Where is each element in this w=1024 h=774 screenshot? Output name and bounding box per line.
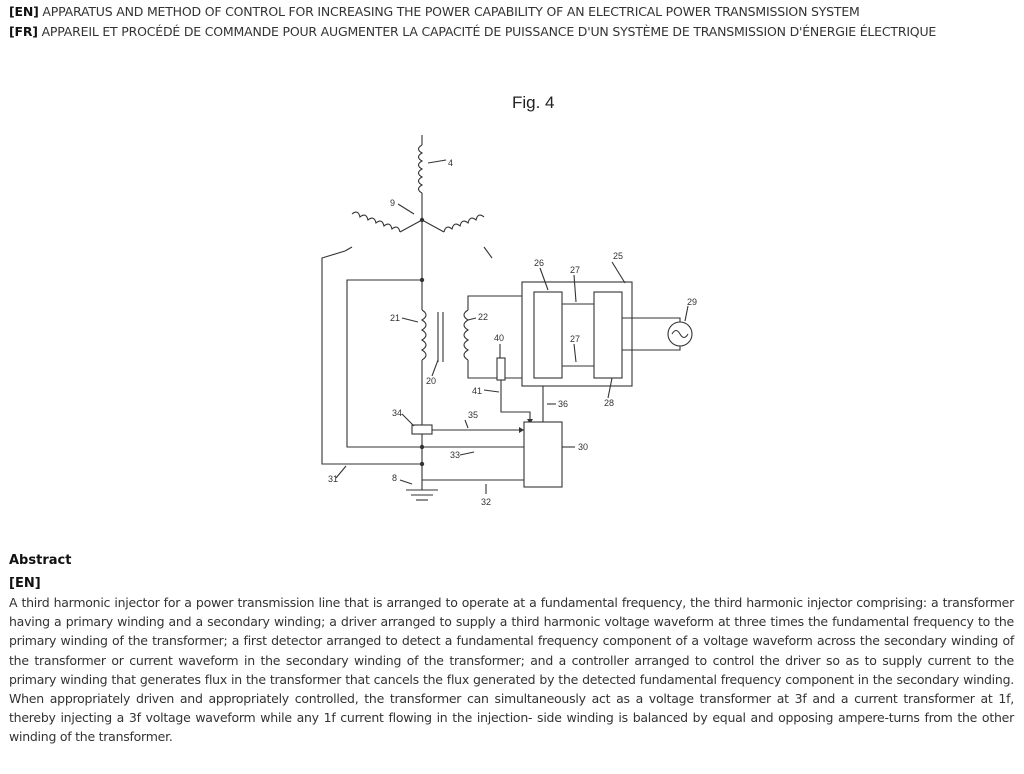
- figure-drawing: Fig. 4: [300, 88, 720, 518]
- left-winding: [344, 211, 423, 252]
- numeral-9: 9: [390, 198, 395, 208]
- abstract-section: Abstract [EN] A third harmonic injector …: [9, 553, 1014, 747]
- controller-box: [523, 421, 563, 488]
- numeral-35: 35: [468, 410, 478, 420]
- numeral-27-top: 27: [570, 265, 580, 275]
- numeral-29: 29: [687, 297, 697, 307]
- numeral-30: 30: [578, 442, 588, 452]
- numeral-26: 26: [534, 258, 544, 268]
- title-en-text: APPARATUS AND METHOD OF CONTROL FOR INCR…: [42, 4, 860, 19]
- numeral-33: 33: [450, 450, 460, 460]
- right-winding: [421, 214, 493, 259]
- numeral-22: 22: [478, 312, 488, 322]
- ac-source-icon: [667, 321, 693, 347]
- numeral-4: 4: [448, 158, 453, 168]
- abstract-text: A third harmonic injector for a power tr…: [9, 595, 1014, 745]
- numeral-20: 20: [426, 376, 436, 386]
- title-fr-text: APPAREIL ET PROCÉDÉ DE COMMANDE POUR AUG…: [41, 24, 937, 39]
- numeral-28: 28: [604, 398, 614, 408]
- numeral-31: 31: [328, 474, 338, 484]
- sensor-box: [411, 424, 433, 435]
- detector-box: [496, 357, 506, 381]
- top-winding: [417, 135, 424, 220]
- title-fr: [FR] APPAREIL ET PROCÉDÉ DE COMMANDE POU…: [9, 24, 936, 39]
- numeral-27-mid: 27: [570, 334, 580, 344]
- numeral-34: 34: [392, 408, 402, 418]
- numeral-25: 25: [613, 251, 623, 261]
- title-en: [EN] APPARATUS AND METHOD OF CONTROL FOR…: [9, 4, 860, 19]
- numeral-36: 36: [558, 399, 568, 409]
- converter-box-28: [593, 291, 623, 379]
- numeral-8: 8: [392, 473, 397, 483]
- title-fr-lang-tag: [FR]: [9, 24, 38, 39]
- numeral-21: 21: [390, 313, 400, 323]
- circuit-diagram: Fig. 4: [321, 93, 697, 507]
- abstract-lang-tag: [EN]: [9, 576, 41, 591]
- numeral-40: 40: [494, 333, 504, 343]
- numeral-32: 32: [481, 497, 491, 507]
- numeral-41: 41: [472, 386, 482, 396]
- figure-label: Fig. 4: [512, 93, 555, 112]
- converter-box-26: [533, 291, 563, 379]
- abstract-heading: Abstract: [9, 553, 72, 568]
- title-en-lang-tag: [EN]: [9, 4, 39, 19]
